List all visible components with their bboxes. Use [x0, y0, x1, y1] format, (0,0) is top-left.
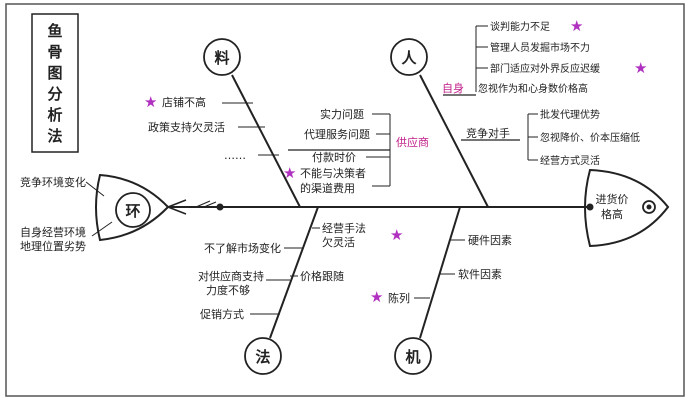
- title-char-3: 图: [47, 64, 62, 82]
- supply-cause-1: 实力问题: [320, 107, 364, 121]
- star-icon: ★: [144, 93, 157, 111]
- bone-liao: [231, 74, 301, 208]
- star-icon: ★: [390, 226, 403, 244]
- star-icon: ★: [570, 17, 583, 35]
- category-ji-circle: [394, 337, 432, 375]
- ren-self-cause-4: 忽视作为和心身数价格高: [478, 82, 588, 95]
- liao-cause-1: 店铺不高: [162, 95, 206, 109]
- liao-cause-3: ……: [224, 149, 246, 162]
- head-label-line1: 进货价: [596, 192, 629, 206]
- liao-cause-4-line2: 的渠道费用: [300, 181, 355, 195]
- ji-cause-3: 陈列: [388, 291, 410, 305]
- competitor-cause-3: 经营方式灵活: [540, 154, 600, 167]
- title-char-4: 分: [47, 85, 62, 103]
- title-char-6: 法: [47, 127, 62, 145]
- tail-arrow: [167, 199, 187, 215]
- tail-item-2-line1: 自身经营环境: [20, 225, 86, 239]
- category-liao-label: 料: [214, 49, 229, 67]
- category-ren-label: 人: [401, 49, 417, 67]
- ji-cause-1: 硬件因素: [468, 234, 512, 247]
- ren-self-cause-2: 管理人员发掘市场不力: [490, 41, 590, 54]
- tail-item-2-line2: 地理位置劣势: [20, 239, 86, 253]
- head-label-line2: 格高: [601, 207, 623, 221]
- ren-self-cause-3: 部门适应对外界反应迟缓: [490, 62, 600, 75]
- category-fa-label: 法: [255, 348, 270, 366]
- supply-cause-2: 代理服务问题: [304, 128, 370, 141]
- supply-label: 供应商: [396, 135, 429, 149]
- star-icon: ★: [370, 288, 383, 306]
- ji-cause-2: 软件因素: [458, 267, 502, 281]
- competitor-label: 竞争对手: [466, 126, 510, 140]
- fa-cause-2-line2: 力度不够: [206, 283, 250, 297]
- bone-ren: [419, 74, 489, 208]
- competitor-cause-1: 批发代理优势: [540, 108, 600, 121]
- head-eye-inner: [646, 204, 652, 210]
- head-shape: [584, 168, 670, 248]
- ren-self-cause-1: 谈判能力不足: [490, 20, 550, 33]
- fa-cause-3: 价格跟随: [300, 269, 344, 283]
- tail-item-1-connector: [85, 181, 105, 197]
- category-ji-label: 机: [405, 348, 420, 366]
- star-icon: ★: [634, 59, 647, 77]
- spine-dot-left: [216, 203, 224, 211]
- fa-top-cause-line1: 经营手法: [322, 221, 366, 235]
- title-box: [31, 13, 79, 153]
- bone-fa: [269, 206, 319, 339]
- tail-item-2-connector: [91, 221, 113, 237]
- fa-cause-2-line1: 对供应商支持: [198, 269, 264, 283]
- star-icon: ★: [283, 164, 296, 182]
- category-liao-circle: [203, 38, 241, 76]
- tail-label: 环: [125, 202, 140, 220]
- category-fa-circle: [244, 337, 282, 375]
- title-char-5: 析: [47, 106, 62, 124]
- category-ren-circle: [390, 38, 428, 76]
- liao-cause-4-line1: 不能与决策者: [300, 166, 366, 180]
- title-char-2: 骨: [47, 43, 62, 61]
- title-char-1: 鱼: [47, 22, 62, 40]
- tail-tick-2: [203, 201, 217, 208]
- liao-cause-2: 政策支持欠灵活: [148, 120, 225, 134]
- fa-cause-1: 不了解市场变化: [204, 241, 281, 255]
- tail-shape: [95, 173, 170, 242]
- outer-frame: [5, 3, 685, 397]
- competitor-cause-2: 忽视降价、价本压缩低: [540, 131, 640, 144]
- ren-self-label: 自身: [442, 81, 464, 95]
- bone-ji: [419, 206, 461, 339]
- spine-dot-right: [586, 203, 594, 211]
- tail-item-1: 竞争环境变化: [20, 175, 86, 189]
- tail-circle: [115, 192, 151, 228]
- fa-top-cause-line2: 欠灵活: [322, 235, 355, 249]
- tail-tick-1: [195, 200, 211, 208]
- supply-cause-3: 付款时价: [312, 150, 356, 164]
- fa-cause-4: 促销方式: [200, 307, 244, 321]
